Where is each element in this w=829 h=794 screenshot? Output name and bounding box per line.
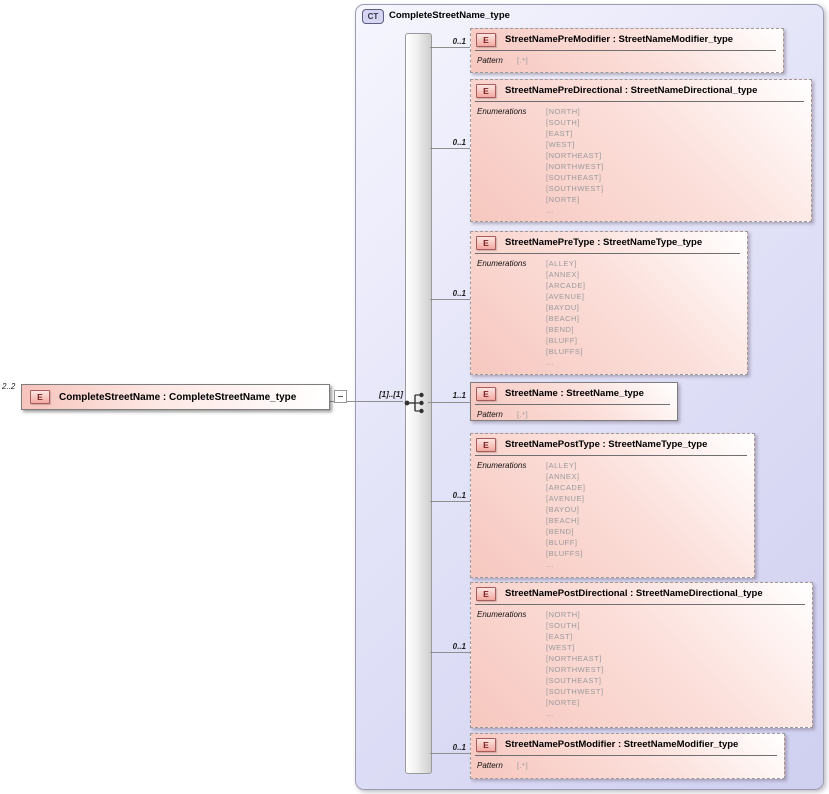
facet-label: Pattern <box>477 56 503 65</box>
facet-label: Pattern <box>477 761 503 770</box>
element-title: CompleteStreetName : CompleteStreetName_… <box>59 391 297 403</box>
facet-values: [.*] <box>517 56 529 65</box>
element-title: StreetNamePreType : StreetNameType_type <box>505 237 703 248</box>
element-box-streetnamepostmodifier[interactable]: E StreetNamePostModifier : StreetNameMod… <box>470 733 785 779</box>
root-cardinality: 2..2 <box>2 382 16 391</box>
element-icon: E <box>476 386 496 401</box>
connector-line <box>430 148 470 149</box>
cardinality-label: 1..1 <box>452 391 466 400</box>
facet-label: Enumerations <box>477 259 527 268</box>
facet-values: [ALLEY][ANNEX][ARCADE][AVENUE][BAYOU][BE… <box>546 461 586 569</box>
element-box-streetname[interactable]: E StreetName : StreetName_type Pattern [… <box>470 382 678 421</box>
facet-values: [ALLEY][ANNEX][ARCADE][AVENUE][BAYOU][BE… <box>546 259 586 367</box>
cardinality-label: 0..1 <box>452 743 466 752</box>
sequence-compositor-icon[interactable] <box>402 391 430 415</box>
cardinality-label: 0..1 <box>452 138 466 147</box>
connector-line <box>430 753 470 754</box>
collapse-toggle-icon[interactable] <box>334 390 347 403</box>
element-icon: E <box>476 586 496 601</box>
element-title: StreetNamePreModifier : StreetNameModifi… <box>505 34 734 45</box>
facet-label: Enumerations <box>477 610 527 619</box>
connector-cardinality: [1]..[1] <box>379 390 403 399</box>
element-box-completestreetname[interactable]: E CompleteStreetName : CompleteStreetNam… <box>21 384 330 410</box>
element-icon: E <box>476 83 496 98</box>
element-icon: E <box>30 390 50 404</box>
facet-label: Pattern <box>477 410 503 419</box>
element-box-streetnamepredirectional[interactable]: E StreetNamePreDirectional : StreetNameD… <box>470 79 812 222</box>
facet-values: [NORTH][SOUTH][EAST][WEST][NORTHEAST][NO… <box>546 107 604 215</box>
element-box-streetnamepremodifier[interactable]: E StreetNamePreModifier : StreetNameModi… <box>470 28 784 73</box>
element-title: StreetNamePreDirectional : StreetNameDir… <box>505 85 758 96</box>
complex-type-icon: CT <box>362 9 384 24</box>
element-title: StreetNamePostType : StreetNameType_type <box>505 439 708 450</box>
element-icon: E <box>476 32 496 47</box>
element-box-streetnameposttype[interactable]: E StreetNamePostType : StreetNameType_ty… <box>470 433 755 578</box>
cardinality-label: 0..1 <box>452 289 466 298</box>
connector-line <box>428 402 470 403</box>
facet-label: Enumerations <box>477 107 527 116</box>
cardinality-label: 0..1 <box>452 37 466 46</box>
connector-line <box>430 501 470 502</box>
connector-line <box>430 47 470 48</box>
element-box-streetnamepostdirectional[interactable]: E StreetNamePostDirectional : StreetName… <box>470 582 813 728</box>
facet-label: Enumerations <box>477 461 527 470</box>
element-icon: E <box>476 737 496 752</box>
connector-line <box>430 652 470 653</box>
facet-values: [.*] <box>517 761 529 770</box>
element-title: StreetName : StreetName_type <box>505 388 644 399</box>
cardinality-label: 0..1 <box>452 491 466 500</box>
element-box-streetnamepretype[interactable]: E StreetNamePreType : StreetNameType_typ… <box>470 231 748 375</box>
element-icon: E <box>476 437 496 452</box>
connector-line <box>430 299 470 300</box>
element-title: StreetNamePostDirectional : StreetNameDi… <box>505 588 763 599</box>
element-icon: E <box>476 235 496 250</box>
element-title: StreetNamePostModifier : StreetNameModif… <box>505 739 739 750</box>
root-connector-line <box>330 401 403 402</box>
cardinality-label: 0..1 <box>452 642 466 651</box>
complex-type-title: CompleteStreetName_type <box>389 10 510 21</box>
facet-values: [.*] <box>517 410 529 419</box>
facet-values: [NORTH][SOUTH][EAST][WEST][NORTHEAST][NO… <box>546 610 604 718</box>
